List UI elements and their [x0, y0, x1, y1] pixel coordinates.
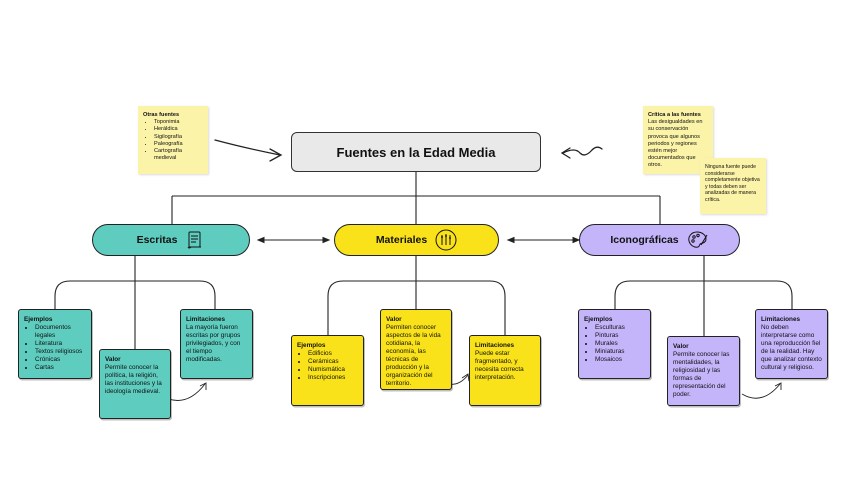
tools-icon: [435, 229, 457, 251]
card-body: Permite conocer las mentalidades, la rel…: [673, 351, 730, 398]
branch-iconograficas: Iconográficas: [579, 224, 740, 256]
list-item: Documentos legales: [35, 324, 86, 340]
critica-fuentes-heading: Crítica a las fuentes: [648, 112, 701, 118]
card-heading: Limitaciones: [186, 316, 226, 323]
card-body: Puede estar fragmentado, y necesita corr…: [475, 350, 524, 381]
branch-iconograficas-label: Iconográficas: [610, 234, 679, 246]
card-heading: Valor: [386, 316, 402, 323]
card-heading: Ejemplos: [297, 342, 326, 349]
list-item: Heráldica: [154, 126, 203, 133]
materiales-valor-card: Valor Permiten conocer aspectos de la vi…: [380, 309, 452, 390]
iconograficas-ejemplos-card: Ejemplos Esculturas Pinturas Murales Min…: [578, 309, 651, 379]
list-item: Sigilografía: [154, 134, 203, 141]
card-heading: Limitaciones: [475, 342, 515, 349]
page-title: Fuentes en la Edad Media: [291, 132, 541, 172]
otras-fuentes-list: Toponimia Heráldica Sigilografía Paleogr…: [143, 119, 203, 162]
branch-escritas: Escritas: [92, 224, 250, 256]
escritas-ejemplos-card: Ejemplos Documentos legales Literatura T…: [18, 309, 92, 379]
otras-fuentes-note: Otras fuentes Toponimia Heráldica Sigilo…: [138, 106, 208, 174]
otras-fuentes-heading: Otras fuentes: [143, 112, 180, 118]
branch-materiales-label: Materiales: [375, 234, 428, 246]
ejemplos-list: Documentos legales Literatura Textos rel…: [24, 324, 86, 372]
list-item: Cartas: [35, 364, 86, 372]
list-item: Textos religiosos: [35, 348, 86, 356]
list-item: Cerámicas: [308, 358, 358, 366]
card-heading: Limitaciones: [761, 316, 801, 323]
list-item: Mosaicos: [595, 356, 645, 364]
palette-icon: [687, 230, 709, 250]
branch-escritas-label: Escritas: [136, 234, 178, 246]
scroll-icon: [185, 230, 205, 250]
list-item: Miniaturas: [595, 348, 645, 356]
list-item: Pinturas: [595, 332, 645, 340]
materiales-ejemplos-card: Ejemplos Edificios Cerámicas Numismática…: [291, 335, 364, 406]
branch-materiales: Materiales: [334, 224, 499, 256]
objetividad-note: Ninguna fuente puede considerarse comple…: [700, 158, 766, 214]
materiales-limitaciones-card: Limitaciones Puede estar fragmentado, y …: [469, 335, 541, 406]
ejemplos-list: Esculturas Pinturas Murales Miniaturas M…: [584, 324, 645, 364]
card-heading: Valor: [673, 343, 689, 350]
iconograficas-valor-card: Valor Permite conocer las mentalidades, …: [667, 336, 740, 406]
page-title-text: Fuentes en la Edad Media: [336, 144, 496, 160]
list-item: Numismática: [308, 366, 358, 374]
objetividad-body: Ninguna fuente puede considerarse comple…: [705, 164, 760, 203]
iconograficas-limitaciones-card: Limitaciones No deben interpretarse como…: [755, 309, 828, 379]
list-item: Edificios: [308, 350, 358, 358]
critica-fuentes-body: Las desigualdades en su conservación pro…: [648, 119, 703, 169]
card-heading: Ejemplos: [584, 316, 613, 323]
card-body: La mayoría fueron escritas por grupos pr…: [186, 324, 241, 363]
card-body: Permiten conocer aspectos de la vida cot…: [386, 324, 441, 387]
escritas-limitaciones-card: Limitaciones La mayoría fueron escritas …: [180, 309, 253, 379]
list-item: Crónicas: [35, 356, 86, 364]
list-item: Murales: [595, 340, 645, 348]
list-item: Inscripciones: [308, 374, 358, 382]
card-body: Permite conocer la política, la religión…: [105, 364, 162, 395]
list-item: Cartografía medieval: [154, 148, 203, 162]
card-heading: Valor: [105, 356, 121, 363]
ejemplos-list: Edificios Cerámicas Numismática Inscripc…: [297, 350, 358, 382]
card-body: No deben interpretarse como una reproduc…: [761, 324, 822, 371]
list-item: Esculturas: [595, 324, 645, 332]
list-item: Toponimia: [154, 119, 203, 126]
list-item: Literatura: [35, 340, 86, 348]
list-item: Paleografía: [154, 141, 203, 148]
card-heading: Ejemplos: [24, 316, 53, 323]
escritas-valor-card: Valor Permite conocer la política, la re…: [99, 349, 171, 419]
